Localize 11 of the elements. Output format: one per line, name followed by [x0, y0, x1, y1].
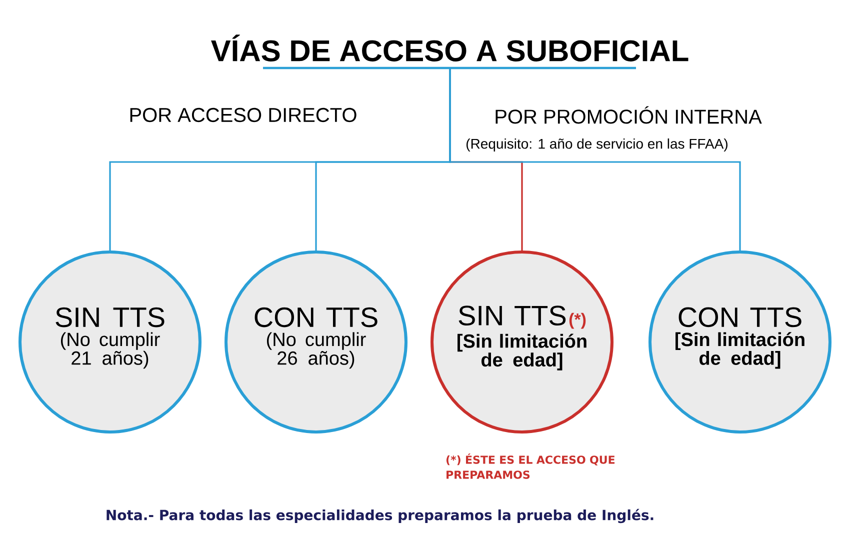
circle-node: SIN TTS(*) [Sin limitación de edad] [430, 250, 614, 434]
section-heading: POR PROMOCIÓN INTERNA [496, 106, 762, 124]
footnote-text: (*) ÉSTE ES EL ACCESO QUE PREPARAMOS [446, 454, 614, 479]
requirement-note: (Requisito: 1 año de servicio en las FFAA) [466, 138, 728, 152]
title-heading: VÍAS DE ACCESO A SUBOFICIAL [211, 34, 688, 70]
circle-node: CON TTS [Sin limitación de edad] [648, 250, 832, 434]
circle-node: SIN TTS (No cumplir 21 años) [18, 250, 202, 434]
connector-line [449, 68, 741, 250]
note-text: Nota.- Para todas las especialidades preparamos la prueba de Inglés. [106, 508, 654, 524]
section-heading: POR ACCESO DIRECTO [130, 108, 356, 122]
circle-node: CON TTS (No cumplir 26 años) [224, 250, 408, 434]
